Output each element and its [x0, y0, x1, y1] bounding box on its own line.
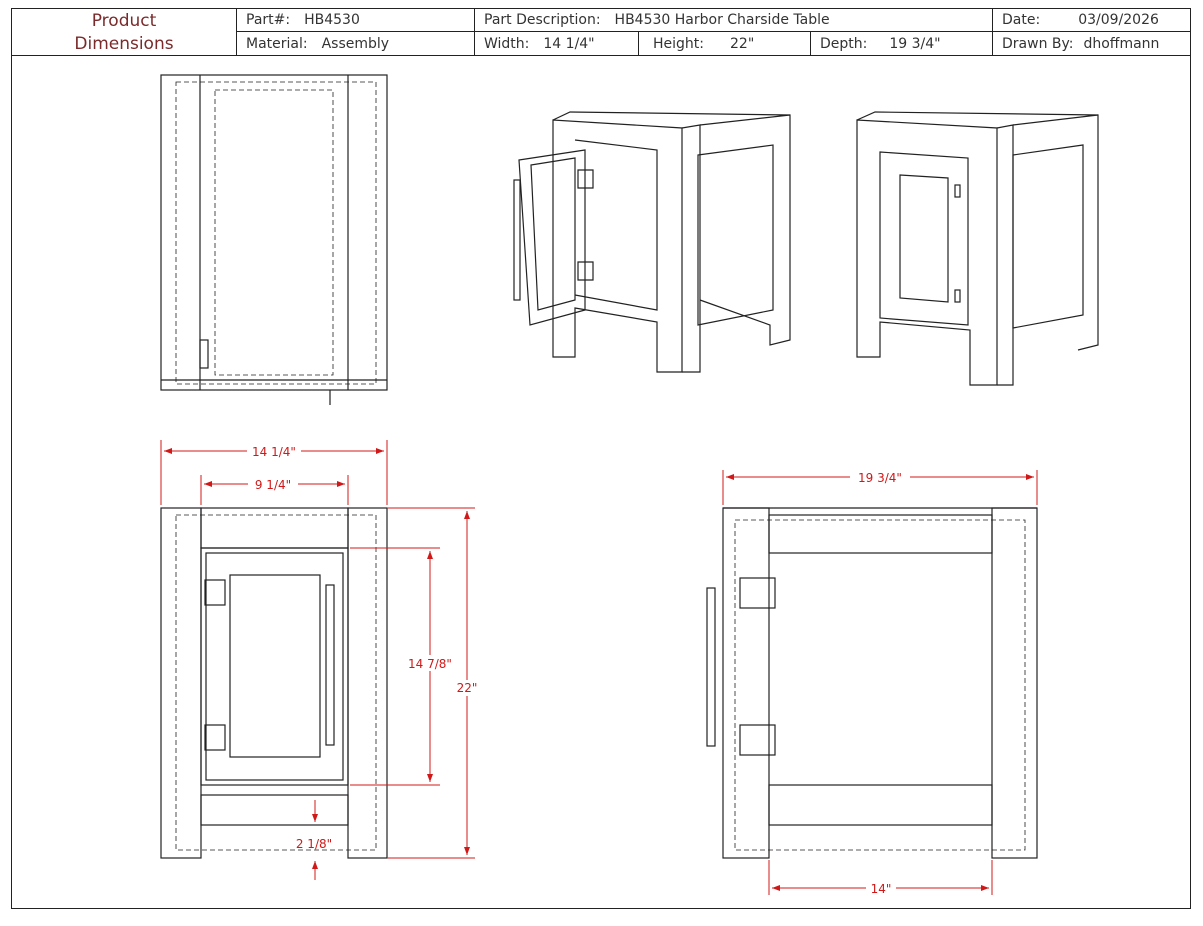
- material-field: Material: Assembly: [237, 32, 475, 56]
- part-field: Part#: HB4530: [237, 9, 475, 32]
- value: dhoffmann: [1083, 35, 1160, 52]
- label: Depth:: [820, 35, 868, 52]
- value: 03/09/2026: [1078, 12, 1159, 28]
- label: Drawn By:: [1002, 35, 1074, 52]
- dim-overall-width: 14 1/4": [252, 445, 296, 459]
- height-field: Height: 22": [639, 32, 811, 56]
- value: 14 1/4": [543, 35, 595, 52]
- value: 19 3/4": [889, 35, 941, 52]
- value: HB4530: [304, 12, 360, 28]
- dim-overall-height: 22": [457, 681, 478, 695]
- label: Width:: [484, 35, 530, 52]
- description-field: Part Description: HB4530 Harbor Charside …: [475, 9, 993, 32]
- label: Material:: [246, 35, 308, 52]
- label: Date:: [1002, 12, 1041, 28]
- top-view: [160, 74, 388, 405]
- title-line: Dimensions: [74, 34, 174, 54]
- dim-door-height: 14 7/8": [408, 657, 452, 671]
- width-field: Width: 14 1/4": [475, 32, 639, 56]
- isometric-view-door-closed: [856, 111, 1099, 386]
- title-line: Product: [91, 11, 157, 31]
- label: Part Description:: [484, 12, 601, 28]
- value: 22": [730, 35, 755, 52]
- dim-inner-width: 9 1/4": [255, 478, 291, 492]
- isometric-view-door-open: [513, 111, 791, 373]
- value: Assembly: [321, 35, 390, 52]
- value: HB4530 Harbor Charside Table: [614, 12, 830, 28]
- date-field: Date: 03/09/2026: [993, 9, 1191, 32]
- depth-field: Depth: 19 3/4": [811, 32, 993, 56]
- front-view: [160, 507, 388, 859]
- side-view: [706, 507, 1038, 859]
- dim-bottom-offset: 2 1/8": [296, 837, 332, 851]
- dim-overall-depth: 19 3/4": [858, 471, 902, 485]
- drawn-by-field: Drawn By: dhoffmann: [993, 32, 1191, 56]
- dim-inner-depth: 14": [871, 882, 892, 896]
- label: Part#:: [246, 12, 291, 28]
- label: Height:: [653, 35, 704, 52]
